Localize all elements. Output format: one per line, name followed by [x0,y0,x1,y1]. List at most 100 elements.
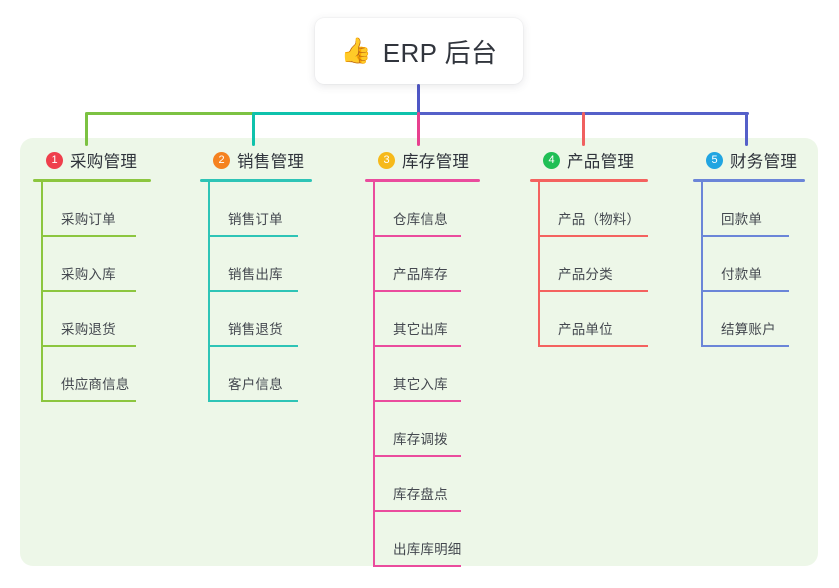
item-label: 销售出库 [228,267,283,282]
item-label: 回款单 [721,212,763,227]
item-rule [208,345,298,347]
column-sales: 2 销售管理销售订单销售出库销售退货客户信息 [200,148,315,402]
list-item[interactable]: 其它入库 [365,347,477,402]
list-item[interactable]: 出库库明细 [365,512,477,567]
item-label: 客户信息 [228,377,283,392]
item-rule [373,235,461,237]
item-rule [208,400,298,402]
item-label: 销售退货 [228,322,283,337]
item-list-purchase: 采购订单采购入库采购退货供应商信息 [33,182,151,402]
column-product: 4 产品管理产品（物料） 产品分类产品单位 [530,148,648,347]
item-rule [41,235,136,237]
item-label: 付款单 [721,267,763,282]
column-purchase: 1 采购管理采购订单采购入库采购退货供应商信息 [33,148,151,402]
column-title-purchase: 采购管理 [70,153,138,171]
column-rule-purchase [33,179,151,182]
column-rule-inventory [365,179,480,182]
list-item[interactable]: 产品库存 [365,237,477,292]
badge-product: 4 [543,151,560,169]
item-rule [41,400,136,402]
spine-sales [208,182,210,402]
list-item[interactable]: 库存盘点 [365,457,477,512]
item-rule [373,400,461,402]
item-label: 产品分类 [558,267,613,282]
spine-product [538,182,540,347]
column-inventory: 3 库存管理仓库信息产品库存其它出库其它入库库存调拨库存盘点出库库明细 [365,148,480,567]
column-rule-finance [693,179,805,182]
item-rule [373,510,461,512]
list-item[interactable]: 销售订单 [200,182,315,237]
item-rule [208,290,298,292]
item-label: 采购订单 [61,212,116,227]
column-title-inventory: 库存管理 [402,153,470,171]
item-label: 采购入库 [61,267,116,282]
item-rule [373,345,461,347]
item-list-sales: 销售订单销售出库销售退货客户信息 [200,182,315,402]
column-header-purchase[interactable]: 1 采购管理 [33,148,151,172]
list-item[interactable]: 库存调拨 [365,402,477,457]
item-label: 供应商信息 [61,377,130,392]
drop-finance [745,112,748,146]
list-item[interactable]: 产品（物料） [530,182,648,237]
item-list-finance: 回款单付款单结算账户 [693,182,803,347]
thumbs-up-icon: 👍 [340,36,372,65]
item-label: 销售订单 [228,212,283,227]
list-item[interactable]: 供应商信息 [33,347,151,402]
item-rule [701,290,789,292]
column-finance: 5 财务管理回款单付款单结算账户 [693,148,805,347]
item-rule [373,565,461,567]
list-item[interactable]: 采购入库 [33,237,151,292]
column-header-sales[interactable]: 2 销售管理 [200,148,315,172]
column-title-finance: 财务管理 [730,153,798,171]
list-item[interactable]: 仓库信息 [365,182,477,237]
column-header-product[interactable]: 4 产品管理 [530,148,648,172]
item-label: 采购退货 [61,322,116,337]
list-item[interactable]: 产品单位 [530,292,648,347]
item-rule [538,290,648,292]
spine-inventory [373,182,375,567]
list-item[interactable]: 付款单 [693,237,803,292]
badge-sales: 2 [213,151,230,169]
list-item[interactable]: 客户信息 [200,347,315,402]
list-item[interactable]: 销售退货 [200,292,315,347]
list-item[interactable]: 回款单 [693,182,803,237]
list-item[interactable]: 采购订单 [33,182,151,237]
drop-purchase [85,112,88,146]
drop-product [582,112,585,146]
list-item[interactable]: 产品分类 [530,237,648,292]
item-rule [538,235,648,237]
item-rule [41,290,136,292]
item-label: 库存调拨 [393,432,448,447]
item-label: 产品库存 [393,267,448,282]
badge-purchase: 1 [46,151,63,169]
item-rule [41,345,136,347]
diagram-panel [20,138,818,566]
drop-inventory [417,112,420,146]
list-item[interactable]: 结算账户 [693,292,803,347]
column-title-product: 产品管理 [567,153,635,171]
spine-finance [701,182,703,347]
item-list-product: 产品（物料） 产品分类产品单位 [530,182,648,347]
badge-inventory: 3 [378,151,395,169]
item-label: 出库库明细 [393,542,462,557]
item-rule [373,455,461,457]
root-stem [417,84,420,115]
badge-finance: 5 [706,151,723,169]
column-header-inventory[interactable]: 3 库存管理 [365,148,477,172]
item-list-inventory: 仓库信息产品库存其它出库其它入库库存调拨库存盘点出库库明细 [365,182,477,567]
list-item[interactable]: 采购退货 [33,292,151,347]
column-header-finance[interactable]: 5 财务管理 [693,148,803,172]
root-node[interactable]: 👍 ERP 后台 [315,18,523,84]
item-label: 仓库信息 [393,212,448,227]
item-rule [538,345,648,347]
item-rule [208,235,298,237]
item-label: 其它入库 [393,377,448,392]
root-title: ERP 后台 [382,37,498,68]
column-title-sales: 销售管理 [237,153,305,171]
drop-sales [252,112,255,146]
item-label: 库存盘点 [393,487,448,502]
list-item[interactable]: 其它出库 [365,292,477,347]
column-rule-sales [200,179,312,182]
list-item[interactable]: 销售出库 [200,237,315,292]
item-label: 其它出库 [393,322,448,337]
